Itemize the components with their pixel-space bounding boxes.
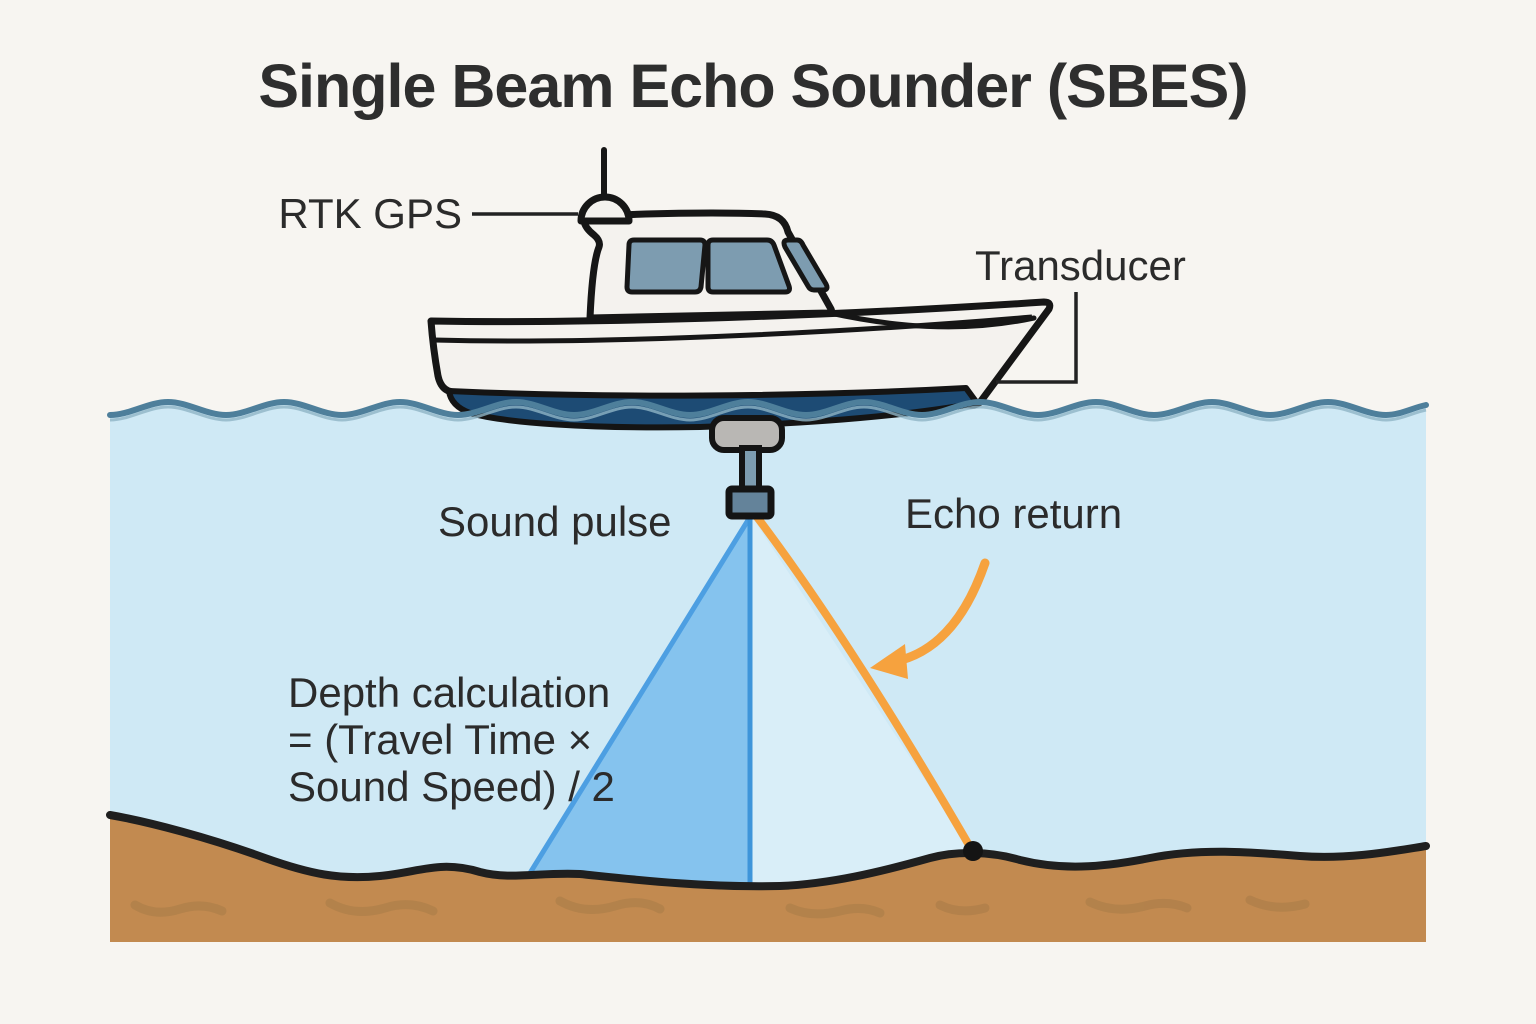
seabed-ripple [785, 903, 885, 919]
echo-return-label: Echo return [905, 490, 1122, 537]
depth-formula-line1: Depth calculation [288, 669, 610, 716]
depth-formula-line3: Sound Speed) / 2 [288, 763, 615, 810]
cabin-window-front [624, 237, 708, 295]
gunwale-line [827, 310, 1037, 330]
seabed-ripples [130, 895, 1310, 919]
gps-label: RTK GPS [278, 190, 462, 237]
windshield-pane [781, 237, 830, 293]
beam-left-edge [519, 514, 753, 889]
seabed-ripple [935, 900, 990, 916]
hull-sheer-line [433, 314, 1033, 344]
echo-path-wedge [752, 517, 973, 889]
seabed [110, 815, 1426, 942]
depth-formula-line2: = (Travel Time × [288, 716, 592, 763]
transducer-label: Transducer [975, 242, 1186, 289]
echo-contact-dot [963, 841, 983, 861]
transducer-assembly [709, 415, 785, 520]
echo-return-arrow [870, 558, 990, 679]
seabed-ripple [1245, 895, 1310, 912]
diagram-title: Single Beam Echo Sounder (SBES) [258, 52, 1247, 120]
cabin-window-middle [705, 237, 792, 295]
water-surface-highlight [109, 405, 1427, 422]
echo-return-arrowhead-icon [870, 644, 908, 679]
seabed-ripple [555, 896, 665, 915]
seabed-ripple [1085, 897, 1192, 914]
echo-return-line [753, 513, 977, 856]
seabed-surface-line [106, 811, 1430, 891]
depth-formula: Depth calculation = (Travel Time × Sound… [288, 669, 615, 810]
transducer-leader-line [996, 292, 1078, 384]
sound-pulse-label: Sound pulse [438, 498, 672, 545]
seabed-ripple [130, 900, 227, 917]
transducer-head [725, 485, 775, 520]
seabed-ripple [325, 898, 438, 917]
echo-return-arrow-curve [888, 558, 990, 667]
water-surface-line [107, 398, 1429, 419]
gps-dome [577, 193, 633, 225]
